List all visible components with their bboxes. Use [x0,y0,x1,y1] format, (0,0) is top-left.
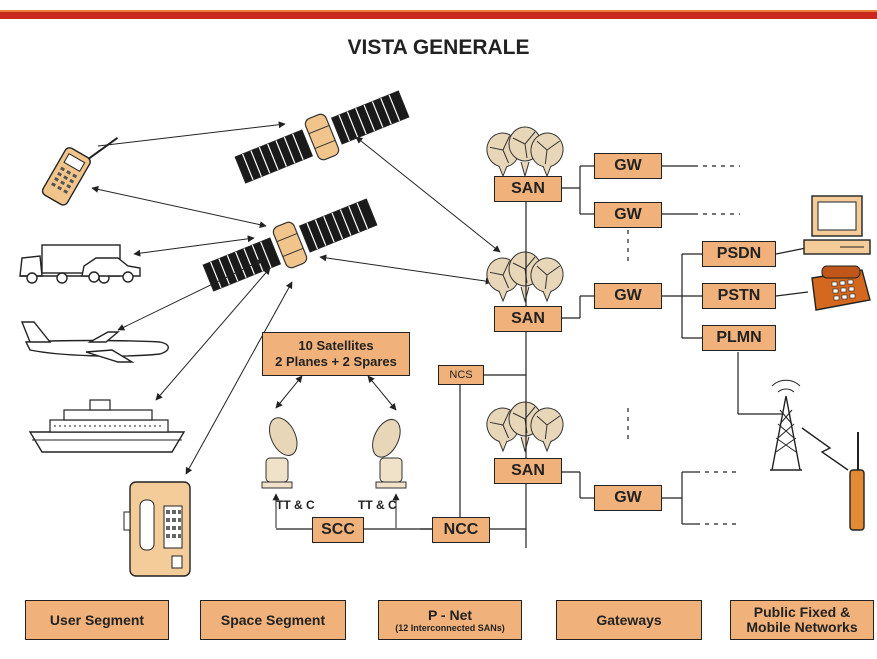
satellite-icon [202,198,378,292]
ground-antenna-icon [261,417,298,489]
segment-space: Space Segment [200,600,346,640]
airplane-icon [20,321,169,363]
san-node: SAN [494,458,562,484]
gw-node: GW [594,202,662,228]
ground-antenna-icon [482,251,568,303]
gw-node: GW [594,485,662,511]
segment-public: Public Fixed & Mobile Networks [730,600,874,640]
segment-user-label: User Segment [49,611,145,628]
ground-antenna-icon [372,418,407,489]
mobile-phone-icon [41,136,119,206]
segment-pnet-sublabel: (12 Interconnected SANs) [395,622,505,633]
segment-pnet: P - Net (12 Interconnected SANs) [378,600,522,640]
ncs-node: NCS [438,365,484,385]
san-node: SAN [494,176,562,202]
constellation-line-2: 2 Planes + 2 Spares [275,354,397,369]
ground-antenna-icon [482,126,568,178]
ship-icon [28,399,186,453]
scc-node: SCC [312,517,364,543]
segment-gateways: Gateways [556,600,702,640]
constellation-box: 10 Satellites 2 Planes + 2 Spares [262,332,410,376]
ground-antenna-icon [482,401,568,453]
segment-user: User Segment [25,600,169,640]
segment-pnet-label: P - Net [427,606,473,623]
ncc-node: NCC [432,517,490,543]
top-bar [0,10,877,19]
car-icon [81,257,141,283]
ttc-label: TT & C [276,498,315,512]
satellite-icon [234,90,410,184]
handset-icon [849,432,865,531]
constellation-line-1: 10 Satellites [298,338,374,353]
segment-space-label: Space Segment [220,611,326,628]
radio-tower-icon [770,379,849,471]
computer-icon [803,195,871,255]
san-node: SAN [494,306,562,332]
segment-public-line-1: Public Fixed & [753,604,851,620]
plmn-node: PLMN [702,325,776,351]
payphone-icon [123,481,191,577]
segment-gateways-label: Gateways [596,611,662,628]
pstn-node: PSTN [702,283,776,309]
gw-node: GW [594,153,662,179]
telephone-icon [811,265,871,311]
gw-node: GW [594,283,662,309]
diagram-title: VISTA GENERALE [347,36,530,59]
segment-public-line-2: Mobile Networks [746,619,858,635]
psdn-node: PSDN [702,241,776,267]
ttc-label: TT & C [358,498,397,512]
